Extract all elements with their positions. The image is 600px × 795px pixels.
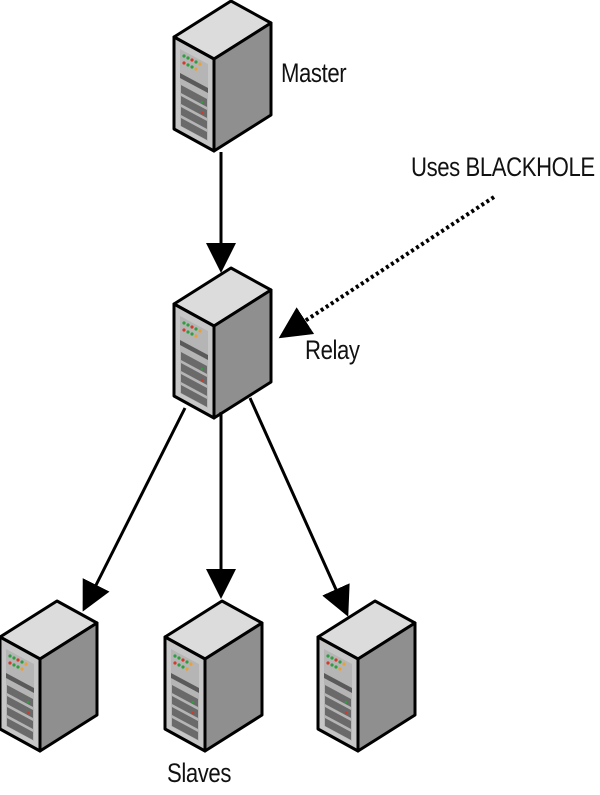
blackhole-annotation-label: Uses BLACKHOLE	[411, 152, 595, 182]
slave-server-1-icon	[0, 599, 99, 753]
relay-to-slave-1-arrow	[82, 407, 187, 612]
master-server-icon	[172, 0, 273, 153]
relay-to-slave-3-arrow	[248, 397, 350, 617]
slaves-label: Slaves	[167, 758, 231, 788]
master-label: Master	[281, 58, 347, 88]
blackhole-annotation-arrow	[278, 195, 496, 339]
relay-server-icon	[172, 266, 273, 420]
relay-label: Relay	[305, 335, 360, 365]
slave-server-3-icon	[316, 599, 417, 753]
slave-server-2-icon	[163, 599, 264, 753]
